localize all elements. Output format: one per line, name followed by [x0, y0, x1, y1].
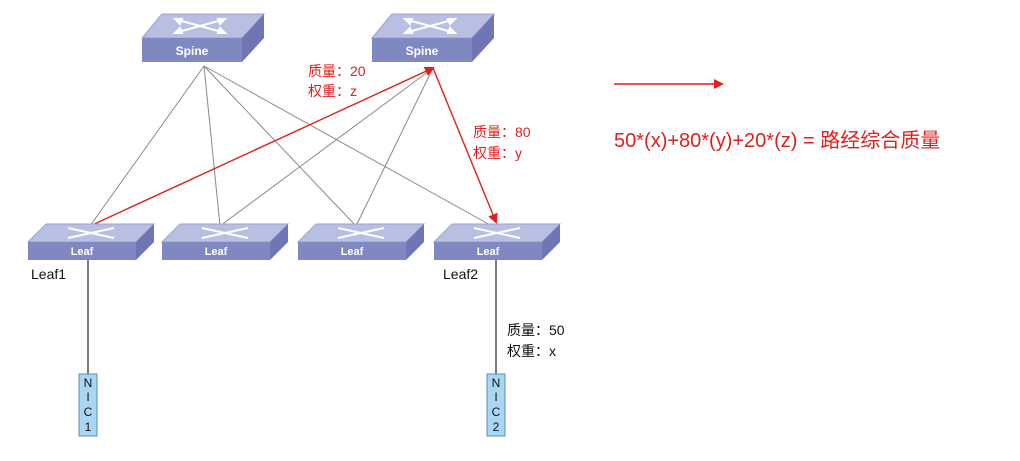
arrows-icon [67, 227, 115, 239]
switch-label: Leaf [341, 246, 364, 258]
link-spine2-leafb [219, 67, 434, 227]
nic-char: 2 [493, 420, 500, 434]
annotation-quality-leaf2-nic2: 质量：50 [507, 322, 565, 338]
arrows-icon [201, 227, 249, 239]
switch-front-face [142, 38, 242, 62]
switch-side-face [242, 14, 264, 62]
annotation-weight-spine-leaf1: 权重：z [308, 83, 357, 99]
spine1-links [89, 65, 493, 227]
arrows-icon [402, 18, 458, 34]
switch-label: Leaf [71, 246, 94, 258]
annotation-quality-spine-leaf1: 质量：20 [308, 63, 366, 79]
selected-path [89, 66, 498, 227]
switch-label: Spine [406, 44, 439, 58]
switch-side-face [472, 14, 494, 62]
formula-text: 50*(x)+80*(y)+20*(z) = 路经综合质量 [614, 129, 940, 152]
switch-front-face [372, 38, 472, 62]
nic-char: 1 [85, 420, 92, 434]
link-spine1-leafc [203, 65, 357, 227]
nic-box [486, 373, 506, 437]
spine2-links [219, 67, 434, 227]
link-spine2-leafc [355, 67, 434, 227]
switch-leaf-b[interactable]: Leaf [160, 223, 290, 260]
link-spine1-leaf2 [203, 65, 493, 227]
annotation-quality-spine-leaf2: 质量：80 [473, 124, 531, 140]
nic-char: I [86, 390, 89, 404]
arrows-icon [473, 227, 521, 239]
link-spine1-leafb [203, 65, 221, 227]
nic-char: C [492, 405, 501, 419]
nic-char: I [494, 390, 497, 404]
switch-side-face [270, 224, 288, 260]
switch-spine2[interactable]: Spine [370, 13, 496, 62]
path-leaf1-spine2 [89, 66, 435, 227]
leaf1-name: Leaf1 [31, 266, 66, 282]
link-spine1-leaf1 [89, 65, 205, 227]
nic-char: N [84, 376, 93, 390]
arrows-icon [337, 227, 385, 239]
nic-char: N [492, 376, 501, 390]
switch-spine1[interactable]: Spine [140, 13, 266, 62]
arrows-icon [172, 18, 228, 34]
switch-front-face [28, 242, 136, 260]
leaf2-name: Leaf2 [443, 266, 478, 282]
annotation-weight-spine-leaf2: 权重：y [473, 145, 522, 161]
switch-front-face [434, 242, 542, 260]
nic-char: C [84, 405, 93, 419]
switch-label: Leaf [477, 246, 500, 258]
path-spine2-leaf2 [432, 67, 498, 224]
switch-front-face [162, 242, 270, 260]
switch-side-face [542, 224, 560, 260]
nic-box [78, 373, 98, 437]
switch-leaf-c[interactable]: Leaf [296, 223, 426, 260]
nic-links [87, 258, 497, 376]
nic2[interactable]: N I C 2 [486, 373, 506, 437]
switch-side-face [136, 224, 154, 260]
switch-label: Leaf [205, 246, 228, 258]
nic1[interactable]: N I C 1 [78, 373, 98, 437]
annotation-weight-leaf2-nic2: 权重：x [507, 343, 556, 359]
switch-side-face [406, 224, 424, 260]
switch-leaf2[interactable]: Leaf [432, 223, 562, 260]
switch-label: Spine [176, 44, 209, 58]
switch-front-face [298, 242, 406, 260]
switch-leaf1[interactable]: Leaf [26, 223, 156, 260]
